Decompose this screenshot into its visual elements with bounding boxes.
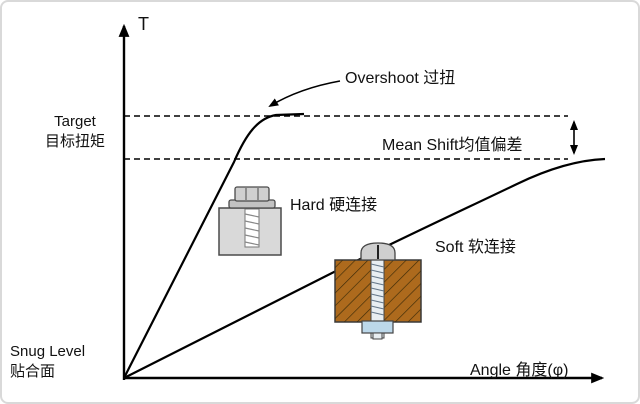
snug-level-label: Snug Level 贴合面: [10, 342, 85, 382]
target-torque-label-en: Target: [54, 113, 96, 130]
overshoot-label: Overshoot 过扭: [345, 70, 456, 87]
mean-shift-label: Mean Shift均值偏差: [382, 137, 523, 154]
snug-level-label-en: Snug Level: [10, 343, 86, 360]
target-torque-label: Target 目标扭矩: [32, 112, 118, 152]
overshoot-pointer-arrow: [268, 80, 341, 108]
soft-joint-label: Soft 软连接: [435, 239, 516, 256]
torque-axis-label: T: [138, 14, 149, 34]
target-torque-label-zh: 目标扭矩: [44, 133, 105, 150]
angle-axis-label: Angle 角度(φ): [470, 362, 569, 379]
snug-level-label-zh: 贴合面: [10, 363, 56, 380]
hard-joint-icon: [218, 186, 282, 256]
hard-joint-label: Hard 硬连接: [290, 197, 378, 214]
hard-joint-curve: [123, 112, 305, 379]
soft-joint-icon: [334, 242, 422, 340]
